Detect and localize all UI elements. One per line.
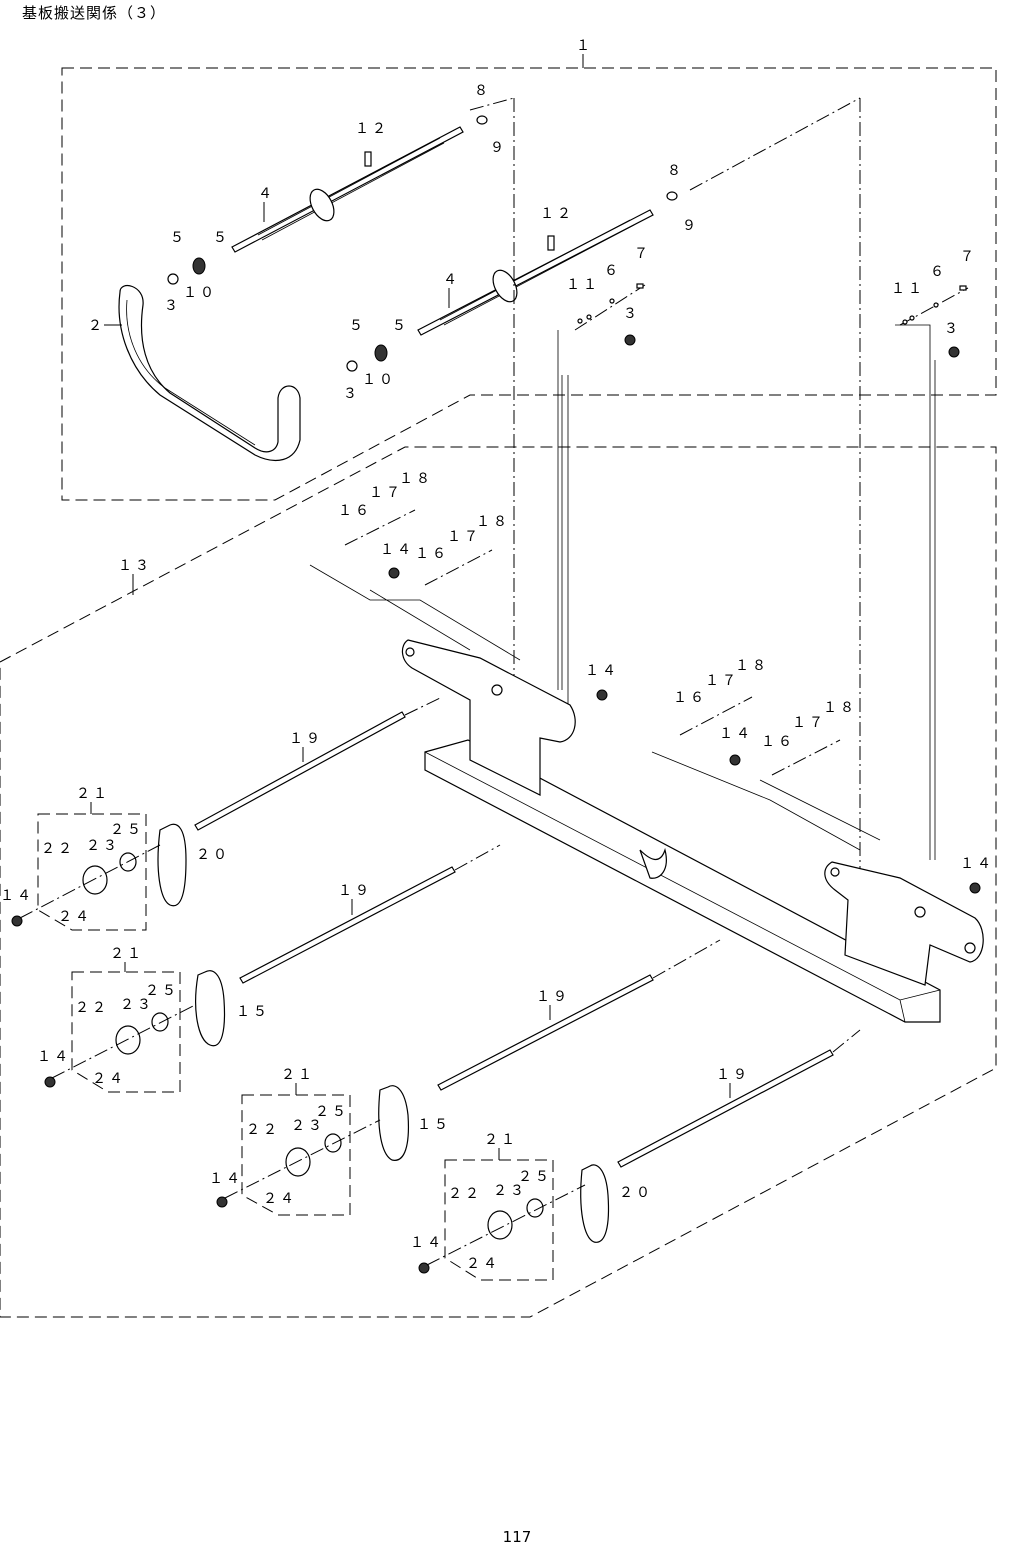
callout-23-a: ２３ xyxy=(86,838,120,854)
callout-3-c: ３ xyxy=(623,306,640,322)
callout-8-a: ８ xyxy=(474,83,491,99)
callout-12-a: １２ xyxy=(355,121,389,137)
callout-11-a: １１ xyxy=(566,277,600,293)
callout-5-b: ５ xyxy=(213,230,230,246)
belt-20-a xyxy=(158,824,186,905)
callout-7-a: ７ xyxy=(634,246,651,262)
shaft-19-d xyxy=(618,1030,860,1167)
callout-18-a: １８ xyxy=(399,471,433,487)
callout-22-c: ２２ xyxy=(246,1122,280,1138)
callout-13: １３ xyxy=(118,558,152,574)
callout-14-c: １４ xyxy=(719,726,753,742)
callout-17-b: １７ xyxy=(447,529,481,545)
callout-25-b: ２５ xyxy=(145,983,179,999)
callout-18-b: １８ xyxy=(476,514,510,530)
shaft-19-a xyxy=(195,698,440,830)
callout-24-d: ２４ xyxy=(466,1256,500,1272)
callout-15-b: １５ xyxy=(417,1117,451,1133)
timing-belt-2 xyxy=(119,286,300,461)
callout-23-d: ２３ xyxy=(493,1183,527,1199)
callout-14-f: １４ xyxy=(37,1049,71,1065)
callout-16-c: １６ xyxy=(673,690,707,706)
callout-10-b: １０ xyxy=(362,372,396,388)
callout-16-d: １６ xyxy=(761,734,795,750)
callout-18-d: １８ xyxy=(823,700,857,716)
callout-5-c: ５ xyxy=(349,318,366,334)
callout-3-a: ３ xyxy=(164,298,181,314)
assembly-1-boundary xyxy=(62,68,996,500)
callout-12-b: １２ xyxy=(540,206,574,222)
callout-24-a: ２４ xyxy=(58,909,92,925)
callout-5-d: ５ xyxy=(392,318,409,334)
callout-20-a: ２０ xyxy=(196,847,230,863)
callout-14-a: １４ xyxy=(380,542,414,558)
callout-17-a: １７ xyxy=(369,485,403,501)
callout-8-b: ８ xyxy=(667,163,684,179)
ball-screw-4-upper xyxy=(168,116,487,284)
callout-19-d: １９ xyxy=(716,1067,750,1083)
callout-4-a: ４ xyxy=(258,186,275,202)
callout-10-a: １０ xyxy=(183,285,217,301)
pulley-assembly-21-d xyxy=(419,1160,585,1280)
callout-23-c: ２３ xyxy=(291,1118,325,1134)
callout-21-d: ２１ xyxy=(484,1132,518,1148)
callout-2: ２ xyxy=(88,318,105,334)
callout-14-h: １４ xyxy=(410,1235,444,1251)
callout-25-d: ２５ xyxy=(518,1169,552,1185)
callout-5-a: ５ xyxy=(170,230,187,246)
callout-16-a: １６ xyxy=(338,503,372,519)
callout-21-b: ２１ xyxy=(110,946,144,962)
callout-3-d: ３ xyxy=(944,321,961,337)
callout-22-d: ２２ xyxy=(448,1186,482,1202)
callout-20-b: ２０ xyxy=(619,1185,653,1201)
callout-14-b: １４ xyxy=(585,663,619,679)
callout-18-c: １８ xyxy=(735,658,769,674)
callout-6-a: ６ xyxy=(604,263,621,279)
alignment-line-c xyxy=(558,330,568,705)
callout-25-a: ２５ xyxy=(110,822,144,838)
callout-7-b: ７ xyxy=(960,249,977,265)
callout-14-g: １４ xyxy=(209,1171,243,1187)
callout-17-c: １７ xyxy=(705,673,739,689)
callout-24-b: ２４ xyxy=(92,1071,126,1087)
callout-14-d: １４ xyxy=(960,856,994,872)
callout-labels: １ ２ ３ ３ ３ ３ ４ ４ ５ ５ ５ ５ ６ ６ ７ ７ ８ ８ ９ ９ … xyxy=(0,38,994,1272)
callout-23-b: ２３ xyxy=(120,997,154,1013)
alignment-line-d xyxy=(895,325,935,860)
belt-15-b xyxy=(379,1086,409,1161)
callout-21-c: ２１ xyxy=(281,1067,315,1083)
callout-24-c: ２４ xyxy=(263,1191,297,1207)
callout-15-a: １５ xyxy=(236,1004,270,1020)
shaft-19-c xyxy=(438,940,720,1090)
shaft-19-b xyxy=(240,845,500,983)
callout-9-b: ９ xyxy=(682,218,699,234)
callout-25-c: ２５ xyxy=(315,1104,349,1120)
callout-14-e: １４ xyxy=(0,888,34,904)
callout-19-a: １９ xyxy=(289,731,323,747)
callout-19-b: １９ xyxy=(338,883,372,899)
callout-6-b: ６ xyxy=(930,264,947,280)
callout-3-b: ３ xyxy=(343,386,360,402)
belt-20-b xyxy=(581,1165,609,1242)
callout-22-a: ２２ xyxy=(41,841,75,857)
pulley-assembly-21-c xyxy=(217,1095,380,1215)
callout-22-b: ２２ xyxy=(75,1000,109,1016)
callout-16-b: １６ xyxy=(415,546,449,562)
callout-19-c: １９ xyxy=(536,989,570,1005)
callout-17-d: １７ xyxy=(792,715,826,731)
callout-21-a: ２１ xyxy=(76,786,110,802)
page-number: 117 xyxy=(0,1528,1034,1546)
callout-1: １ xyxy=(576,38,593,54)
callout-9-a: ９ xyxy=(490,140,507,156)
callout-11-b: １１ xyxy=(891,281,925,297)
belt-15-a xyxy=(196,971,225,1046)
callout-4-b: ４ xyxy=(443,272,460,288)
